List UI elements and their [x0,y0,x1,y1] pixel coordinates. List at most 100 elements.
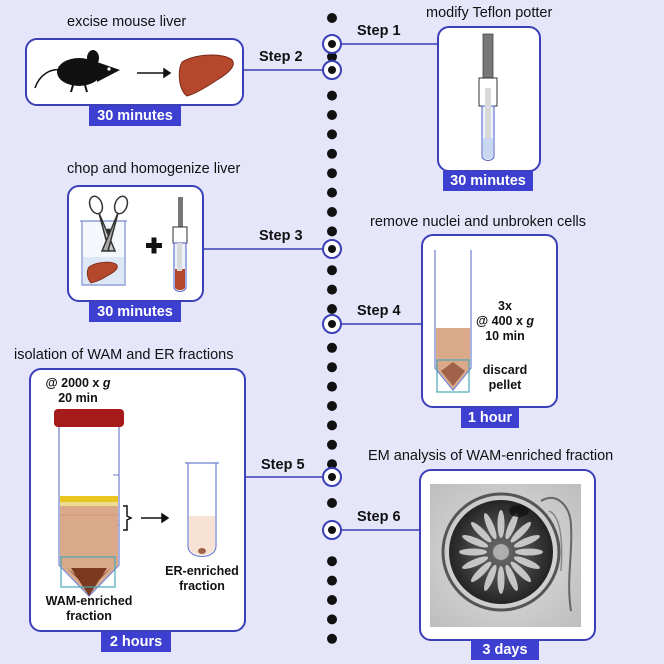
em-crista [470,561,492,583]
timeline-dot [327,575,337,586]
timeline-dot [327,226,337,237]
timeline-dot [327,187,337,198]
caption-chop: chop and homogenize liver [67,161,241,177]
timeline-dot [327,420,337,431]
timeline-dot [327,284,337,295]
timeline-dot [327,110,337,120]
em-crista [484,564,497,591]
step5-marker [322,467,342,487]
caption-em: EM analysis of WAM-enriched fraction [368,448,614,464]
mouse-icon [34,50,120,93]
centrifuge-tube-large-icon [54,409,124,597]
step1-label: Step 1 [357,23,401,39]
em-crista [462,556,489,569]
em-crista [510,561,532,583]
wam-label-line1: WAM-enriched [46,594,133,608]
step3-marker [322,239,342,259]
timeline-dot [327,51,337,62]
em-crista [470,521,492,543]
time-badge-excise: 30 minutes [89,106,181,126]
liver-icon-small [86,261,118,284]
panel-em [419,469,596,641]
timeline-dot [327,439,337,450]
timeline-dot [327,556,337,567]
timeline-dot [327,633,337,644]
time-badge-isolation: 2 hours [101,632,171,652]
caption-isolation: isolation of WAM and ER fractions [14,347,234,363]
step4-marker [322,314,342,334]
centrifuge-tube-icon [434,250,472,393]
timeline-dot [327,401,337,411]
liver-icon [178,54,234,97]
caption-modify: modify Teflon potter [426,5,553,21]
step2-label: Step 2 [259,49,303,65]
timeline-dot [327,148,337,159]
step4-spin-reps: 3x [498,299,512,313]
em-crista [513,556,540,569]
em-crista [515,548,543,556]
timeline-dot [327,168,337,179]
step4-spin-time: 10 min [485,329,525,343]
panel-modify [437,26,541,172]
step2-marker [322,60,342,80]
step5-spin-time: 20 min [58,391,98,405]
step4-pellet: pellet [489,378,522,392]
arrow-icon [137,67,172,79]
em-crista [505,513,518,540]
time-badge-em: 3 days [471,640,539,660]
time-badge-modify: 30 minutes [443,171,533,191]
step3-label: Step 3 [259,228,303,244]
em-crista [484,513,497,540]
em-crista [497,566,505,594]
timeline-dot [327,614,337,625]
time-badge-chop: 30 minutes [89,302,181,322]
er-label-line1: ER-enriched [165,564,239,578]
em-crista [459,548,487,556]
connector-lines [204,43,437,531]
panel-excise [25,38,244,106]
timeline-dots [327,13,337,644]
timeline-dot [327,595,337,605]
em-crista [510,521,532,543]
er-tube-icon [185,462,219,558]
timeline-dot [327,381,337,392]
bracket-icon [123,505,133,531]
teflon-potter-icon [478,33,498,161]
em-micrograph [430,484,581,627]
timeline-dot [327,342,337,353]
plus-icon [146,237,162,254]
em-crista [462,535,489,548]
panel-remove: 3x @ 400 x g 10 min discard pellet [421,234,558,408]
step6-marker [322,520,342,540]
step4-label: Step 4 [357,303,401,319]
em-crista [497,510,505,538]
timeline-dot [327,498,337,508]
time-badge-remove: 1 hour [461,408,519,428]
step5-spin-speed: @ 2000 x g [45,376,110,390]
timeline-dot [327,129,337,140]
step5-label: Step 5 [261,457,305,473]
step-markers [322,34,342,540]
step4-discard: discard [483,363,527,377]
step1-marker [322,34,342,54]
panel-chop [67,185,204,302]
timeline-dot [327,13,337,23]
timeline-dot [327,207,337,217]
em-crista [505,564,518,591]
caption-remove: remove nuclei and unbroken cells [370,214,587,230]
homogenizer-tube-icon [172,197,188,292]
arrow-icon [141,512,170,524]
step6-label: Step 6 [357,509,401,525]
timeline-dot [327,304,337,314]
em-crista [513,535,540,548]
timeline-dot [327,362,337,373]
timeline-dot [327,90,337,101]
wam-label-line2: fraction [66,609,112,623]
caption-excise: excise mouse liver [67,14,187,30]
step4-spin-speed: @ 400 x g [476,314,534,328]
timeline-dot [327,459,337,470]
panel-isolation: @ 2000 x g 20 min [29,368,246,632]
scissors-icon [88,195,129,252]
